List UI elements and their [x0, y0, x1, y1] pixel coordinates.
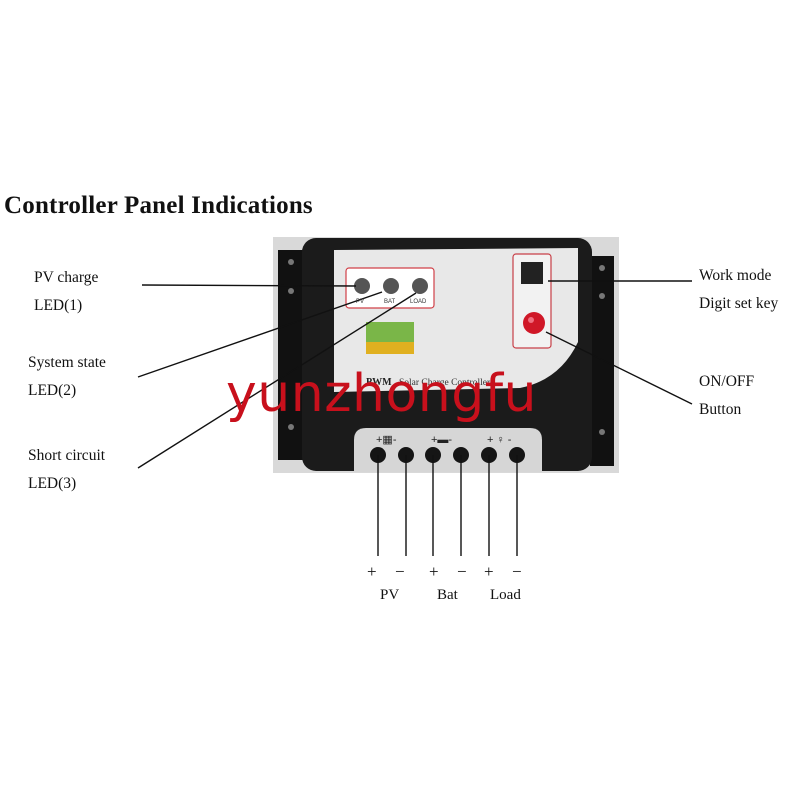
callout-line-onoff: [545, 331, 693, 405]
short-circuit-led-label: Short circuit LED(3): [28, 442, 105, 498]
pv-charge-line1: PV charge: [34, 269, 99, 286]
work-mode-line2: Digit set key: [699, 295, 779, 312]
left-screw-hole-top: [288, 259, 294, 265]
terminal-name-load: Load: [490, 587, 521, 603]
pv-charge-led-label: PV charge LED(1): [34, 264, 98, 320]
callout-line-short-circuit: [137, 292, 417, 469]
led-label-load: LOAD: [410, 299, 427, 305]
sign-bat-minus: −: [457, 562, 467, 581]
onoff-line1: ON/OFF: [699, 373, 755, 390]
onoff-line2: Button: [699, 401, 742, 418]
left-screw-hole-mid: [288, 288, 294, 294]
led-label-pv: PV: [356, 299, 364, 305]
callout-lines: [137, 280, 693, 469]
onoff-button-label: ON/OFF Button: [699, 368, 754, 424]
system-state-line1: System state: [28, 354, 106, 371]
terminal-name-bat: Bat: [437, 587, 458, 603]
terminal-name-pv: PV: [380, 587, 400, 603]
device-name-text: Solar Charge Controller: [399, 378, 491, 388]
right-screw-hole-bottom: [599, 429, 605, 435]
digit-display: [521, 262, 543, 284]
sign-load-plus: +: [484, 562, 494, 581]
status-diagram-band: [366, 342, 414, 354]
led-3-short-circuit: [412, 278, 428, 294]
system-state-led-label: System state LED(2): [28, 349, 106, 405]
work-mode-key-label: Work mode Digit set key: [699, 262, 778, 318]
page-title: Controller Panel Indications: [4, 192, 313, 219]
left-screw-hole-bottom: [288, 424, 294, 430]
work-mode-line1: Work mode: [699, 267, 772, 284]
right-screw-hole-top: [599, 265, 605, 271]
system-state-line2: LED(2): [28, 382, 77, 399]
sign-load-minus: −: [512, 562, 522, 581]
brand-text: PWM: [366, 377, 392, 388]
sign-bat-plus: +: [429, 562, 439, 581]
sign-pv-minus: −: [395, 562, 405, 581]
callout-line-system-state: [137, 291, 383, 378]
short-circuit-line2: LED(3): [28, 475, 77, 492]
short-circuit-line1: Short circuit: [28, 447, 106, 464]
onoff-button-highlight: [528, 317, 534, 323]
pv-terminal-marks: +▦-: [376, 434, 397, 446]
watermark: yunzhongfu: [226, 364, 537, 424]
sign-pv-plus: +: [367, 562, 377, 581]
pv-charge-line2: LED(1): [34, 297, 83, 314]
led-1-pv-charge: [354, 278, 370, 294]
terminal-lead-lines: [377, 455, 518, 556]
callout-line-pv-charge: [141, 284, 357, 287]
bat-terminal-marks: +▬-: [431, 434, 452, 446]
right-screw-hole-mid: [599, 293, 605, 299]
onoff-button[interactable]: [523, 312, 545, 334]
led-2-system-state: [383, 278, 399, 294]
led-label-bat: BAT: [384, 299, 396, 305]
load-terminal-marks: + ♀ -: [487, 434, 512, 446]
